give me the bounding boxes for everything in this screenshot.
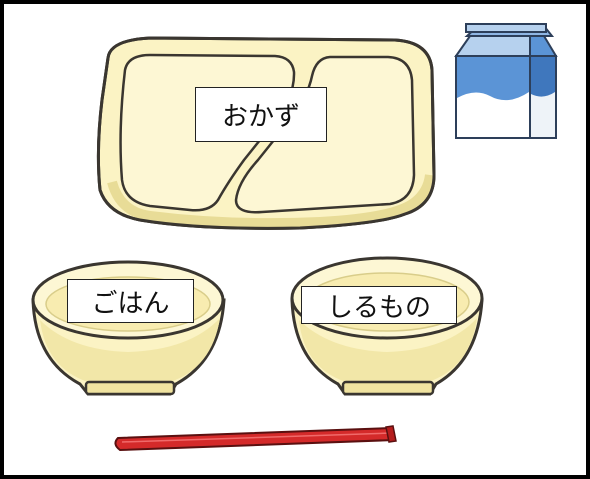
soup-bowl-icon <box>290 256 484 396</box>
milk-carton-icon <box>454 23 558 139</box>
chopsticks-icon <box>114 425 397 452</box>
okazu-label: おかず <box>195 87 327 142</box>
shirumono-label: しるもの <box>301 286 457 324</box>
gohan-label: ごはん <box>67 279 194 323</box>
